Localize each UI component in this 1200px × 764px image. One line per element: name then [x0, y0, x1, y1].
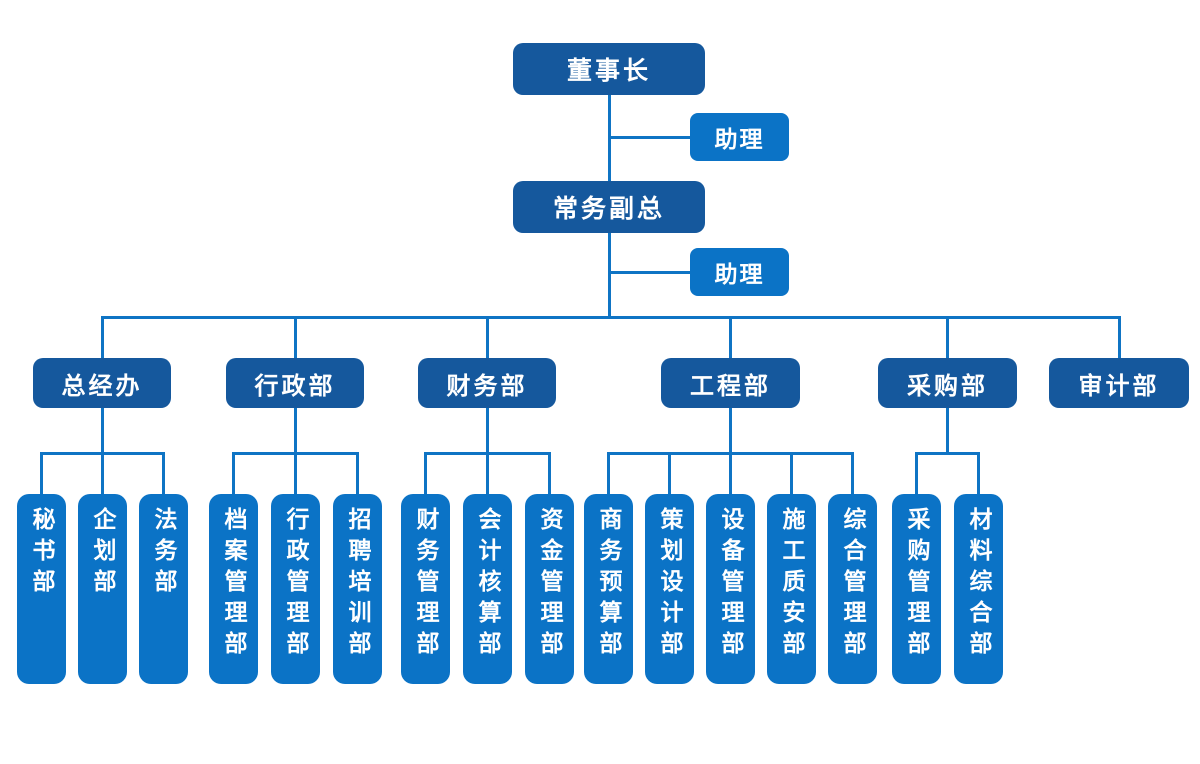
node-admin-mgmt-dept: 行政管理部 — [271, 494, 320, 684]
leaf-label: 秘书部 — [29, 507, 55, 600]
leaf-label: 材料综合部 — [966, 507, 992, 662]
node-dept-engineering: 工程部 — [661, 358, 800, 408]
connector-drop-engineering — [728, 316, 732, 358]
node-finance-mgmt-dept: 财务管理部 — [401, 494, 450, 684]
node-recruit-training-dept: 招聘培训部 — [333, 494, 382, 684]
node-dept-procurement: 采购部 — [878, 358, 1017, 408]
leaf-label: 行政管理部 — [283, 507, 309, 662]
connector-children-procurement — [915, 452, 980, 455]
leaf-label: 财务管理部 — [413, 507, 439, 662]
leaf-label: 企划部 — [90, 507, 116, 600]
leaf-label: 综合管理部 — [840, 507, 866, 662]
connector-drop-audit — [1117, 316, 1121, 358]
node-construction-quality-safety-dept: 施工质安部 — [767, 494, 816, 684]
leaf-label: 策划设计部 — [657, 507, 683, 662]
node-planning-dept: 企划部 — [78, 494, 127, 684]
connector-stub — [607, 452, 610, 494]
connector-stub — [790, 452, 793, 494]
leaf-label: 档案管理部 — [221, 507, 247, 662]
leaf-label: 施工质安部 — [779, 507, 805, 662]
node-chairman: 董事长 — [513, 43, 705, 95]
connector-distribution-line — [100, 316, 1121, 319]
leaf-label: 采购管理部 — [904, 507, 930, 662]
leaf-label: 会计核算部 — [475, 507, 501, 662]
connector-stub — [356, 452, 359, 494]
connector-stub — [101, 452, 104, 494]
connector-stub — [729, 452, 732, 494]
node-dept-audit: 审计部 — [1049, 358, 1189, 408]
node-general-mgmt-dept: 综合管理部 — [828, 494, 877, 684]
node-legal-dept: 法务部 — [139, 494, 188, 684]
connector-trunk-engineering — [728, 408, 732, 454]
node-planning-design-dept: 策划设计部 — [645, 494, 694, 684]
node-funds-mgmt-dept: 资金管理部 — [525, 494, 574, 684]
leaf-label: 招聘培训部 — [345, 507, 371, 662]
connector-drop-procurement — [946, 316, 949, 358]
connector-stub — [851, 452, 854, 494]
node-dept-general-office: 总经办 — [33, 358, 171, 408]
node-materials-general-dept: 材料综合部 — [954, 494, 1003, 684]
connector-assistant-mid — [609, 270, 690, 274]
connector-drop-admin — [293, 316, 297, 358]
node-archives-mgmt-dept: 档案管理部 — [209, 494, 258, 684]
connector-stub — [977, 452, 980, 494]
node-accounting-dept: 会计核算部 — [463, 494, 512, 684]
connector-stub — [424, 452, 427, 494]
node-assistant-top: 助理 — [690, 113, 789, 161]
connector-trunk-admin — [293, 408, 297, 454]
leaf-label: 商务预算部 — [596, 507, 622, 662]
connector-stub — [232, 452, 235, 494]
connector-stub — [548, 452, 551, 494]
connector-drop-general-office — [100, 316, 104, 358]
connector-stub — [668, 452, 671, 494]
connector-assistant-top — [609, 135, 690, 139]
node-business-budget-dept: 商务预算部 — [584, 494, 633, 684]
connector-stub — [162, 452, 165, 494]
node-secretary-dept: 秘书部 — [17, 494, 66, 684]
connector-drop-finance — [485, 316, 489, 358]
connector-trunk-general-office — [100, 408, 104, 454]
connector-trunk-finance — [485, 408, 489, 454]
connector-stub — [486, 452, 489, 494]
connector-stub — [915, 452, 918, 494]
node-assistant-mid: 助理 — [690, 248, 789, 296]
node-dept-admin: 行政部 — [226, 358, 364, 408]
leaf-label: 法务部 — [151, 507, 177, 600]
node-procurement-mgmt-dept: 采购管理部 — [892, 494, 941, 684]
node-equipment-mgmt-dept: 设备管理部 — [706, 494, 755, 684]
node-executive-vp: 常务副总 — [513, 181, 705, 233]
node-dept-finance: 财务部 — [418, 358, 556, 408]
connector-stub — [294, 452, 297, 494]
leaf-label: 设备管理部 — [718, 507, 744, 662]
leaf-label: 资金管理部 — [537, 507, 563, 662]
connector-stub — [40, 452, 43, 494]
connector-trunk-procurement — [946, 408, 949, 454]
connector-evp-distribution — [607, 233, 611, 318]
